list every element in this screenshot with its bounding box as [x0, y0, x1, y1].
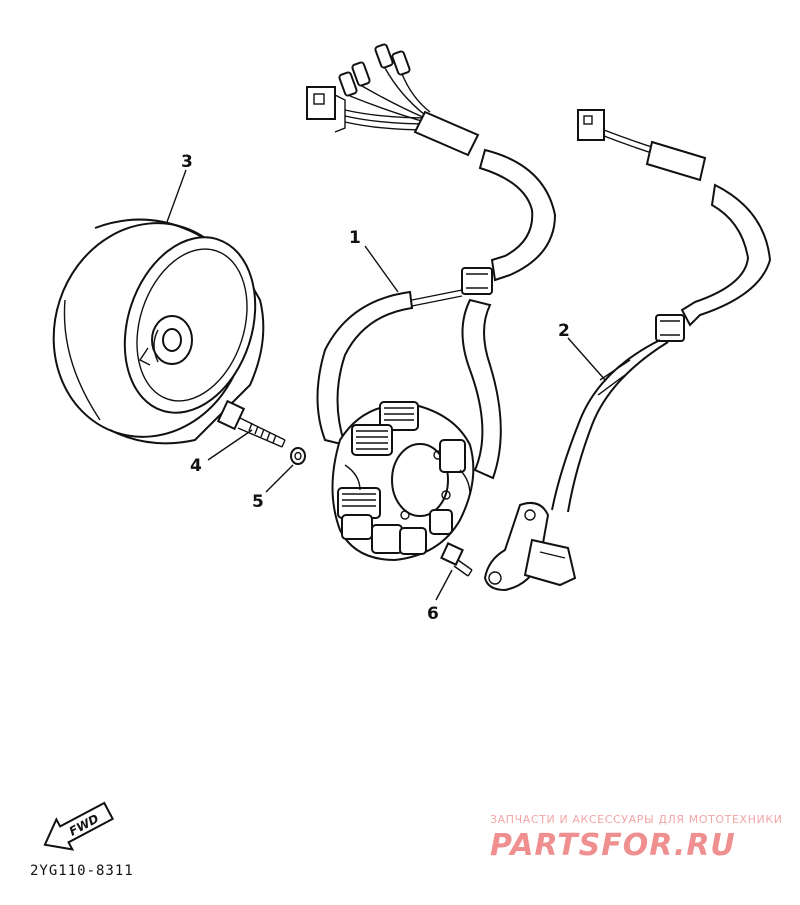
pickup-coil-assembly	[483, 109, 772, 592]
stator-assembly	[306, 43, 557, 562]
callout-4: 4	[190, 456, 202, 476]
leader-line-4	[207, 429, 253, 461]
leader-line-5	[265, 464, 294, 493]
callout-5: 5	[252, 492, 264, 512]
callout-6: 6	[427, 604, 439, 624]
fwd-arrow-icon: FWD	[43, 801, 115, 851]
drawing-code: 2YG110-8311	[30, 863, 134, 879]
leader-line-3	[166, 169, 187, 223]
leader-line-1	[364, 245, 399, 293]
leader-line-2	[567, 337, 607, 382]
watermark-brand: PARTSFOR.RU	[490, 828, 736, 863]
callout-2: 2	[558, 321, 570, 341]
watermark-tagline: ЗАПЧАСТИ И АКСЕССУАРЫ ДЛЯ МОТОТЕХНИКИ	[490, 813, 783, 826]
washer-part-5	[290, 447, 306, 465]
leader-line-6	[435, 569, 453, 601]
callout-3: 3	[181, 152, 193, 172]
callout-1: 1	[349, 228, 361, 248]
flywheel-rotor	[52, 218, 265, 445]
bolt-part-4	[216, 399, 286, 448]
screw-part-6	[440, 542, 473, 577]
